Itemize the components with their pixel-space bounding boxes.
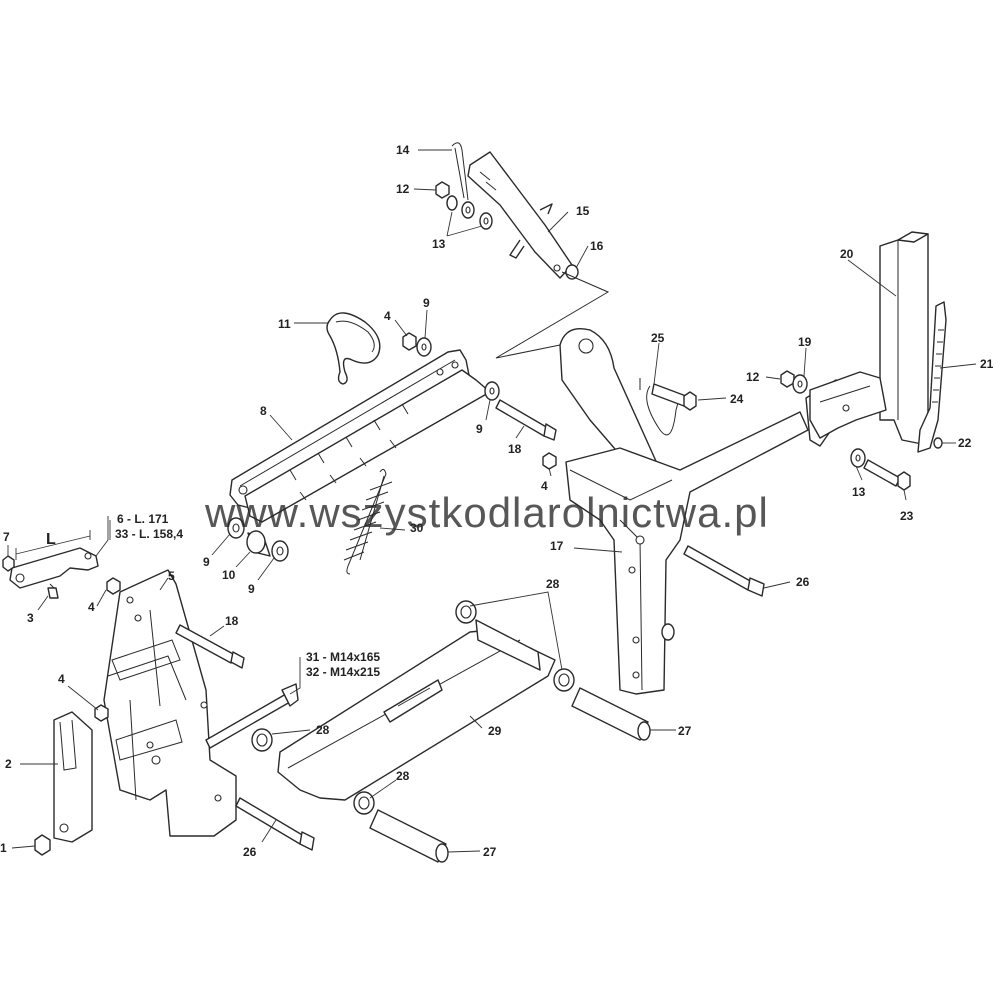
callout-15: 15	[576, 204, 590, 218]
callout-28: 28	[396, 769, 410, 783]
callout-8: 8	[260, 404, 267, 418]
callout-4: 4	[88, 600, 95, 614]
part-9-washer-lower	[271, 540, 289, 562]
callout-25: 25	[651, 331, 665, 345]
callout-4: 4	[541, 479, 548, 493]
callout-24: 24	[730, 392, 744, 406]
callout-9: 9	[248, 582, 255, 596]
part-10-spacer	[246, 530, 271, 557]
part-18-bolt-upper	[495, 399, 557, 441]
callout-26: 26	[796, 575, 810, 589]
part-27-pin-right	[571, 687, 651, 741]
part-8-adjustment-bar	[229, 349, 491, 523]
part-4-nut-bar	[402, 332, 417, 351]
callout-12: 12	[396, 182, 410, 196]
part-26-bolt-right	[683, 545, 765, 597]
part-6-33-link-plate	[9, 530, 99, 589]
callout-14: 14	[396, 143, 410, 157]
callout-11: 11	[278, 317, 291, 331]
part-14-spring-clip	[451, 142, 469, 201]
callout-16: 16	[590, 239, 604, 253]
part-9-washer-bar-right	[484, 381, 500, 401]
callout-1: 1	[0, 841, 7, 855]
part-27-pin-lower	[369, 809, 449, 863]
dimension-label-l: L	[46, 531, 56, 548]
leader-lines	[7, 149, 977, 853]
part-11-handle	[326, 312, 381, 385]
callout-3: 3	[27, 611, 34, 625]
callout-4: 4	[384, 309, 391, 323]
part-28-bushing-mid	[553, 668, 575, 692]
part-9-washer-left	[227, 517, 245, 539]
callout-7: 7	[3, 530, 10, 544]
callout-labels: 14 12 13 15 16 11 4 9 8 9 18 9 10 9 30 7…	[0, 143, 994, 859]
callout-9: 9	[423, 296, 430, 310]
callout-12: 12	[746, 370, 760, 384]
part-28-bushing-left	[251, 728, 273, 752]
part-28-bushing-top	[455, 600, 477, 624]
note-bolt-31: 31 - M14x165	[306, 650, 380, 664]
part-31-32-long-bolt	[205, 683, 299, 749]
part-30-spring	[343, 468, 393, 575]
callout-29: 29	[488, 724, 502, 738]
part-18-bolt-lower	[175, 624, 245, 669]
callout-10: 10	[222, 568, 236, 582]
callout-28: 28	[546, 577, 560, 591]
part-7-nut	[2, 555, 15, 572]
part-21-scale-plate	[917, 301, 947, 453]
part-15-lever-bracket	[467, 151, 573, 279]
callout-19: 19	[798, 335, 812, 349]
part-23-bolt	[863, 459, 911, 491]
callout-13: 13	[852, 485, 866, 499]
part-13-washers-upper	[446, 195, 493, 230]
callout-30: 30	[410, 521, 424, 535]
callout-5: 5	[168, 569, 175, 583]
part-4-nut-frame	[106, 577, 121, 595]
callout-21: 21	[980, 357, 994, 371]
callout-20: 20	[840, 247, 854, 261]
part-26-bolt-lower	[235, 797, 315, 851]
callout-9: 9	[476, 422, 483, 436]
callout-2: 2	[5, 757, 12, 771]
part-3-bolt	[47, 583, 59, 599]
note-length-6: 6 - L. 171	[117, 512, 169, 526]
callout-18: 18	[225, 614, 239, 628]
callout-27: 27	[483, 845, 497, 859]
part-20-vertical-arm	[809, 231, 929, 445]
part-4-nut-frame-right	[542, 452, 557, 470]
callout-18: 18	[508, 442, 522, 456]
notes: 6 - L. 171 33 - L. 158,4 L 31 - M14x165 …	[46, 512, 380, 679]
part-19-washer	[792, 374, 808, 394]
part-24-pin	[651, 383, 697, 411]
assembly-lines	[495, 271, 641, 390]
callout-26: 26	[243, 845, 257, 859]
part-9-washer-bar-top	[416, 337, 432, 357]
part-2-bracket	[53, 711, 93, 843]
note-length-33: 33 - L. 158,4	[115, 527, 183, 541]
part-22-screw	[933, 437, 943, 449]
part-25-clip	[646, 385, 681, 436]
part-13-washer-right	[850, 448, 866, 468]
note-bolt-32: 32 - M14x215	[306, 665, 380, 679]
part-12-nut-upper	[435, 181, 450, 199]
watermark: www.wszystkodlarolnictwa.pl	[204, 489, 769, 536]
part-4-nut-left	[94, 704, 109, 722]
callout-9: 9	[203, 555, 210, 569]
callout-4: 4	[58, 672, 65, 686]
callout-28: 28	[316, 723, 330, 737]
part-28-bushing-low	[353, 791, 375, 815]
part-1-nut	[34, 834, 51, 856]
callout-22: 22	[958, 436, 972, 450]
callout-17: 17	[550, 539, 564, 553]
callout-27: 27	[678, 724, 692, 738]
part-5-left-frame	[103, 569, 237, 837]
part-29-lower-yoke	[277, 619, 556, 801]
callout-23: 23	[900, 509, 914, 523]
callout-13: 13	[432, 237, 446, 251]
part-12-nut-right	[780, 370, 795, 388]
